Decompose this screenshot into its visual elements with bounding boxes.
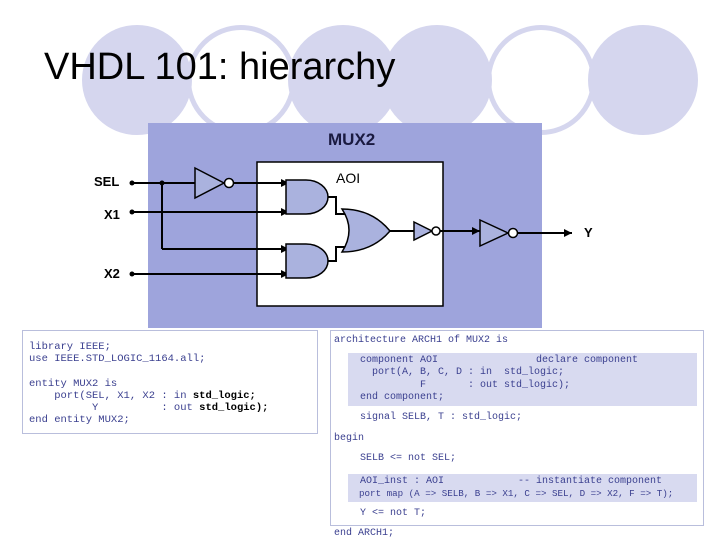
type-std-logic-out: std_logic); [199,401,269,414]
code-line: signal SELB, T : std_logic; [348,411,523,423]
inverter-output [479,218,519,248]
code-fragment: Y : out [29,401,193,414]
decor-circle-6 [588,25,698,135]
decor-circle-4 [382,25,492,135]
decor-circle-3 [288,25,398,135]
inverter-internal [413,220,441,242]
code-line: F : out std_logic); [348,379,571,391]
aoi-label: AOI [336,170,360,186]
wires [132,182,572,275]
code-line: AOI_inst : AOI -- instantiate component [348,476,697,488]
input-label-x2: X2 [104,266,120,281]
input-label-x1: X1 [104,207,120,222]
type-std-logic-in: std_logic; [192,389,256,402]
inverter-sel [194,166,235,200]
decor-circle-1 [82,25,192,135]
code-line: entity MUX2 is [29,377,118,390]
arrowheads [129,179,572,278]
component-declaration-highlight: component AOI declare component port(A, B… [348,353,697,406]
comment-declare: declare component [536,355,639,367]
mux2-label: MUX2 [328,130,375,149]
code-line [29,365,317,377]
code-line: use IEEE.STD_LOGIC_1164.all; [29,353,206,366]
code-line: port(SEL, X1, X2 : in std_logic; [29,390,317,402]
code-line: end component; [348,391,445,403]
entity-code-panel: library IEEE; use IEEE.STD_LOGIC_1164.al… [22,330,318,434]
code-line: SELB <= not SEL; [348,453,457,465]
input-label-sel: SEL [94,174,119,189]
code-line: begin [334,433,365,445]
code-line: architecture ARCH1 of MUX2 is [334,335,509,346]
code-fragment: port(SEL, X1, X2 : in [29,389,187,402]
output-label-y: Y [584,225,593,240]
code-line: component AOI declare component [348,355,697,367]
or-gate [340,208,391,253]
code-line: port map (A => SELB, B => X1, C => SEL, … [348,487,674,499]
code-line: Y : out std_logic); [29,402,317,414]
architecture-code-panel: architecture ARCH1 of MUX2 is component … [330,330,704,539]
and-gate-1 [285,179,329,215]
code-fragment: AOI_inst : AOI [348,475,445,487]
code-fragment: component AOI [348,355,439,367]
code-line: port(A, B, C, D : in std_logic; [348,367,565,379]
slide-title: VHDL 101: hierarchy [44,46,396,88]
code-line: Y <= not T; [348,507,427,519]
code-line: end ARCH1; [334,528,395,540]
comment-instantiate: -- instantiate component [518,475,663,487]
instantiation-highlight: AOI_inst : AOI -- instantiate component p… [348,473,697,502]
code-line: library IEEE; [29,341,111,353]
and-gate-2 [285,243,329,279]
code-line: end entity MUX2; [29,414,130,427]
